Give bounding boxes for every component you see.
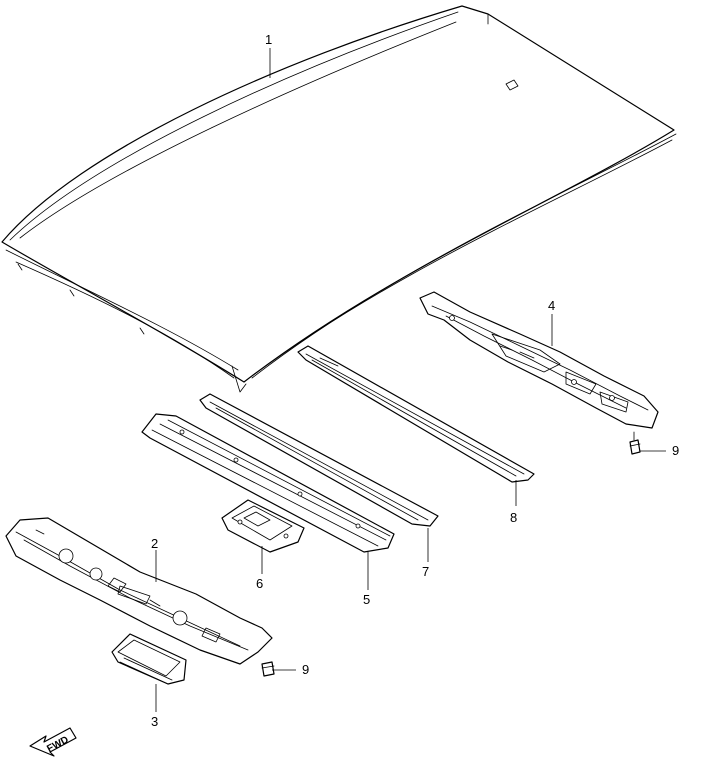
callout-9-front: 9	[302, 662, 309, 677]
callout-2: 2	[151, 536, 158, 551]
fwd-arrow: FWD	[29, 727, 77, 757]
part-1-roof-panel	[1, 5, 677, 393]
part-4-rear-roof-bow	[419, 291, 659, 429]
callout-9-rear: 9	[672, 443, 679, 458]
part-8-roof-bow	[297, 345, 535, 483]
part-2-front-roof-header	[5, 517, 273, 665]
callout-1: 1	[265, 32, 272, 47]
callout-7: 7	[422, 564, 429, 579]
part-9-bolt-rear	[629, 431, 641, 455]
part-9-bolt-front	[261, 661, 275, 677]
leader-lines	[155, 48, 666, 712]
part-3-bracket-tray	[111, 633, 187, 685]
callout-labels: 1 4 9 8 7 5 6 2 9 3	[151, 32, 679, 729]
part-7-roof-bow	[199, 393, 439, 527]
callout-8: 8	[510, 510, 517, 525]
part-6-reinforcement-plate	[221, 499, 305, 553]
callout-6: 6	[256, 576, 263, 591]
part-5-roof-bow	[141, 413, 395, 553]
fwd-label: FWD	[45, 734, 70, 754]
callout-3: 3	[151, 714, 158, 729]
callout-4: 4	[548, 298, 555, 313]
callout-5: 5	[363, 592, 370, 607]
